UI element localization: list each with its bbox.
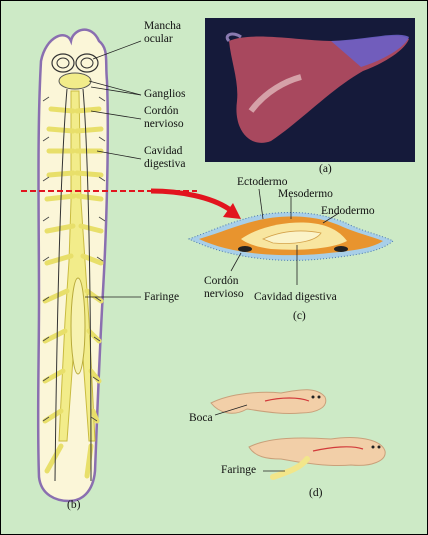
- label-ectodermo: Ectodermo: [237, 176, 288, 188]
- planaria-photo: [205, 18, 415, 162]
- cross-section: [187, 188, 394, 285]
- label-faringe-d: Faringe: [221, 464, 257, 476]
- label-faringe-b: Faringe: [144, 291, 180, 303]
- pharynx: [70, 277, 86, 375]
- feeding-planarians: [210, 389, 386, 480]
- label-cordon-nervioso: Cordón nervioso: [144, 105, 184, 130]
- label-endodermo: Endodermo: [321, 205, 375, 217]
- panel-label-d: (d): [309, 487, 323, 499]
- panel-label-c: (c): [293, 310, 306, 322]
- label-cavidad-digestiva: Cavidad digestiva: [144, 145, 186, 170]
- planaria-body-diagram: [36, 28, 142, 503]
- eye-spot-left: [51, 53, 75, 73]
- nerve-cord-left: [54, 88, 68, 482]
- label-cavidad-digestiva-c: Cavidad digestiva: [254, 291, 337, 303]
- section-arrow: [21, 188, 241, 219]
- gut-branches: [42, 106, 104, 479]
- label-cordon-nervioso-c: Cordón nervioso: [204, 275, 244, 300]
- label-boca: Boca: [189, 412, 213, 424]
- label-ganglios: Ganglios: [144, 88, 186, 100]
- ganglia: [58, 72, 92, 90]
- panel-label-a: (a): [319, 163, 332, 175]
- label-mesodermo: Mesodermo: [278, 188, 333, 200]
- eye-spot-right: [75, 53, 99, 73]
- panel-label-b: (b): [67, 499, 81, 511]
- label-mancha-ocular: Mancha ocular: [144, 20, 182, 45]
- nerve-cord-right: [82, 88, 92, 482]
